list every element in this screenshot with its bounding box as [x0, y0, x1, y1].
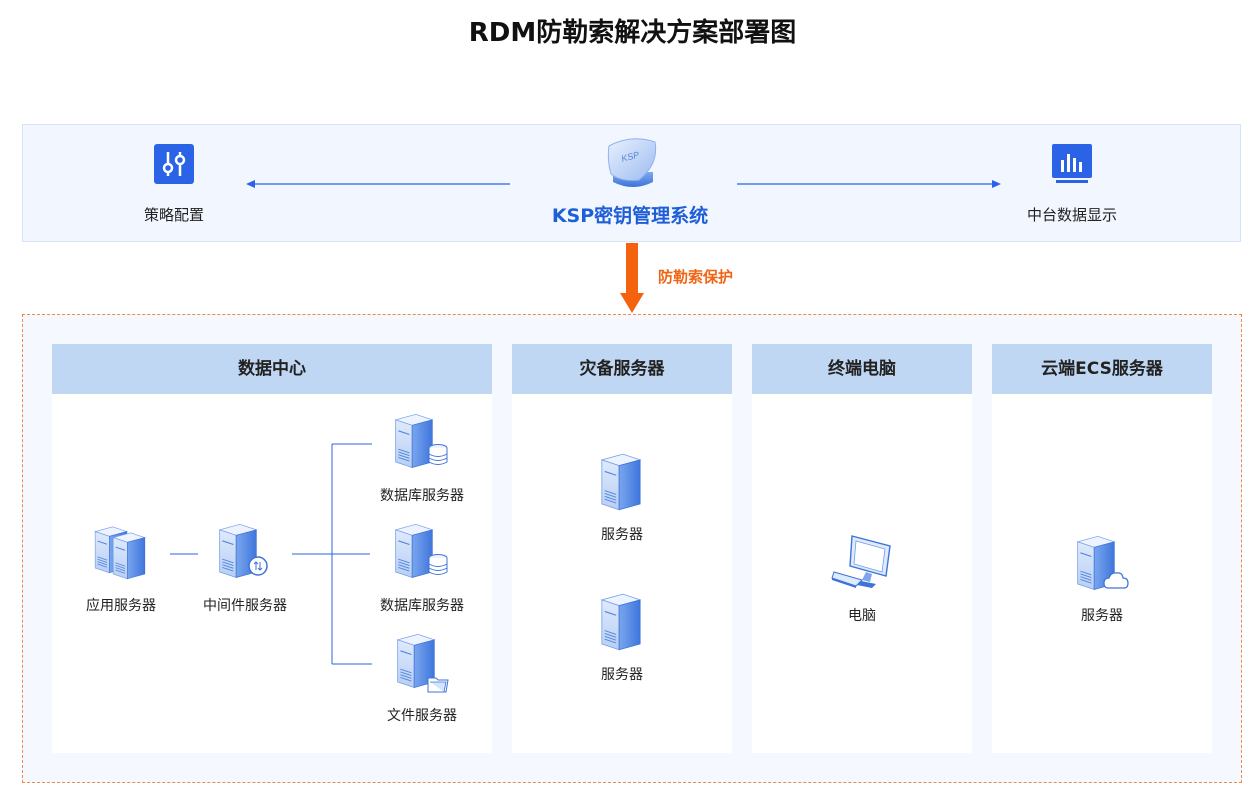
- dashboard-label: 中台数据显示: [1026, 206, 1117, 224]
- middleware-server-icon: [219, 523, 268, 579]
- datacenter-connectors: [170, 443, 372, 665]
- middleware-server-label: 中间件服务器: [203, 598, 287, 614]
- app-server-label: 应用服务器: [86, 598, 156, 614]
- database-server-icon: [395, 413, 448, 469]
- panel-backup-title: 灾备服务器: [512, 344, 732, 394]
- ksp-shield-icon: KSP: [607, 138, 657, 187]
- desktop-computer-icon: [831, 535, 891, 588]
- app-server-icon: [94, 526, 146, 580]
- arrow-to-policy: [246, 180, 510, 188]
- database-server-icon: [395, 523, 448, 579]
- file-server-label: 文件服务器: [387, 708, 457, 724]
- database-server-label-2: 数据库服务器: [380, 598, 464, 614]
- database-server-label-1: 数据库服务器: [380, 488, 464, 504]
- arrow-to-dashboard: [737, 180, 1001, 188]
- panel-cloud-title: 云端ECS服务器: [992, 344, 1212, 394]
- diagram-title: RDM防勒索解决方案部署图: [468, 18, 797, 48]
- panel-backup: 灾备服务器: [512, 344, 732, 753]
- sliders-icon: [154, 144, 194, 184]
- policy-config-label: 策略配置: [143, 206, 204, 224]
- ksp-badge-text: KSP: [620, 150, 640, 164]
- protect-label: 防勒索保护: [658, 268, 734, 286]
- backup-server-label-1: 服务器: [601, 527, 643, 543]
- bar-chart-icon: [1052, 144, 1092, 183]
- protect-arrow: [620, 243, 644, 313]
- panel-datacenter-title: 数据中心: [52, 344, 492, 394]
- ksp-system-label: KSP密钥管理系统: [551, 205, 709, 227]
- server-icon: [601, 453, 641, 511]
- cloud-server-icon: [1077, 535, 1129, 591]
- pc-label: 电脑: [848, 608, 876, 624]
- file-server-icon: [397, 633, 449, 693]
- panel-terminal-title: 终端电脑: [752, 344, 972, 394]
- cloud-server-label: 服务器: [1081, 608, 1123, 624]
- backup-server-label-2: 服务器: [601, 667, 643, 683]
- server-icon: [601, 593, 641, 651]
